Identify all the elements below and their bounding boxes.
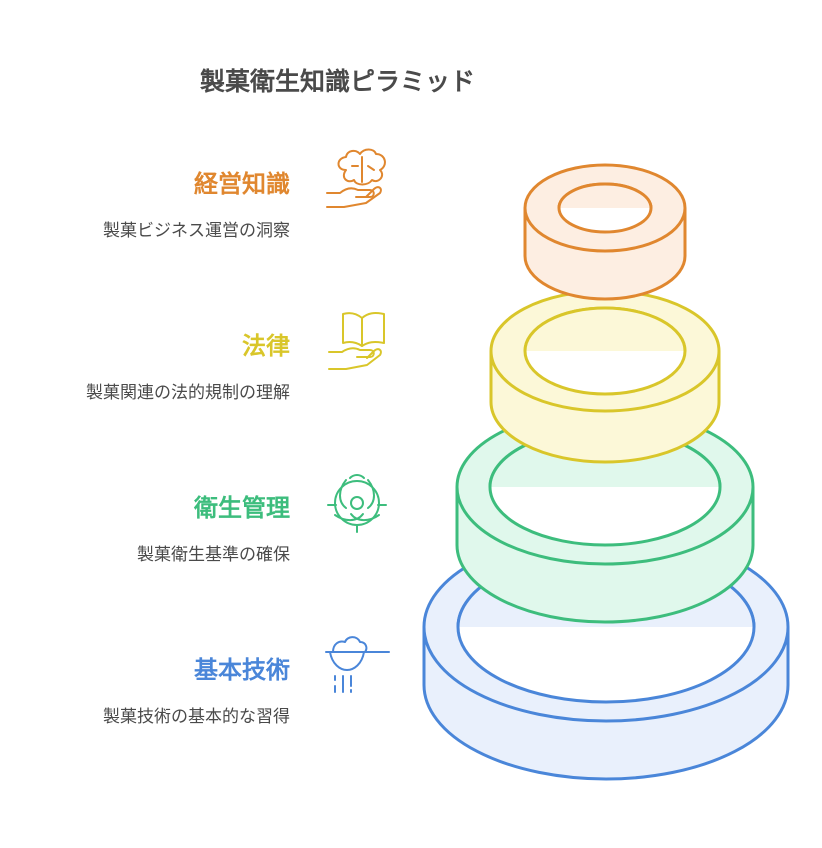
book-hand-icon xyxy=(328,312,385,370)
level-1-description: 製菓ビジネス運営の洞察 xyxy=(103,221,290,241)
level-1-label: 経営知識 xyxy=(194,170,290,198)
ring-level-1 xyxy=(523,163,687,301)
level-3-description: 製菓衛生基準の確保 xyxy=(137,545,290,565)
biohazard-icon xyxy=(327,474,387,533)
ring-level-2 xyxy=(489,289,721,464)
shower-cloud-icon xyxy=(325,636,390,693)
level-3-label: 衛生管理 xyxy=(194,494,290,522)
level-2-description: 製菓関連の法的規制の理解 xyxy=(86,383,290,403)
level-2-label: 法律 xyxy=(242,332,290,360)
diagram-title: 製菓衛生知識ピラミッド xyxy=(200,67,476,96)
level-4-label: 基本技術 xyxy=(194,656,290,684)
brain-hand-icon xyxy=(326,148,386,208)
level-4-description: 製菓技術の基本的な習得 xyxy=(103,707,290,727)
